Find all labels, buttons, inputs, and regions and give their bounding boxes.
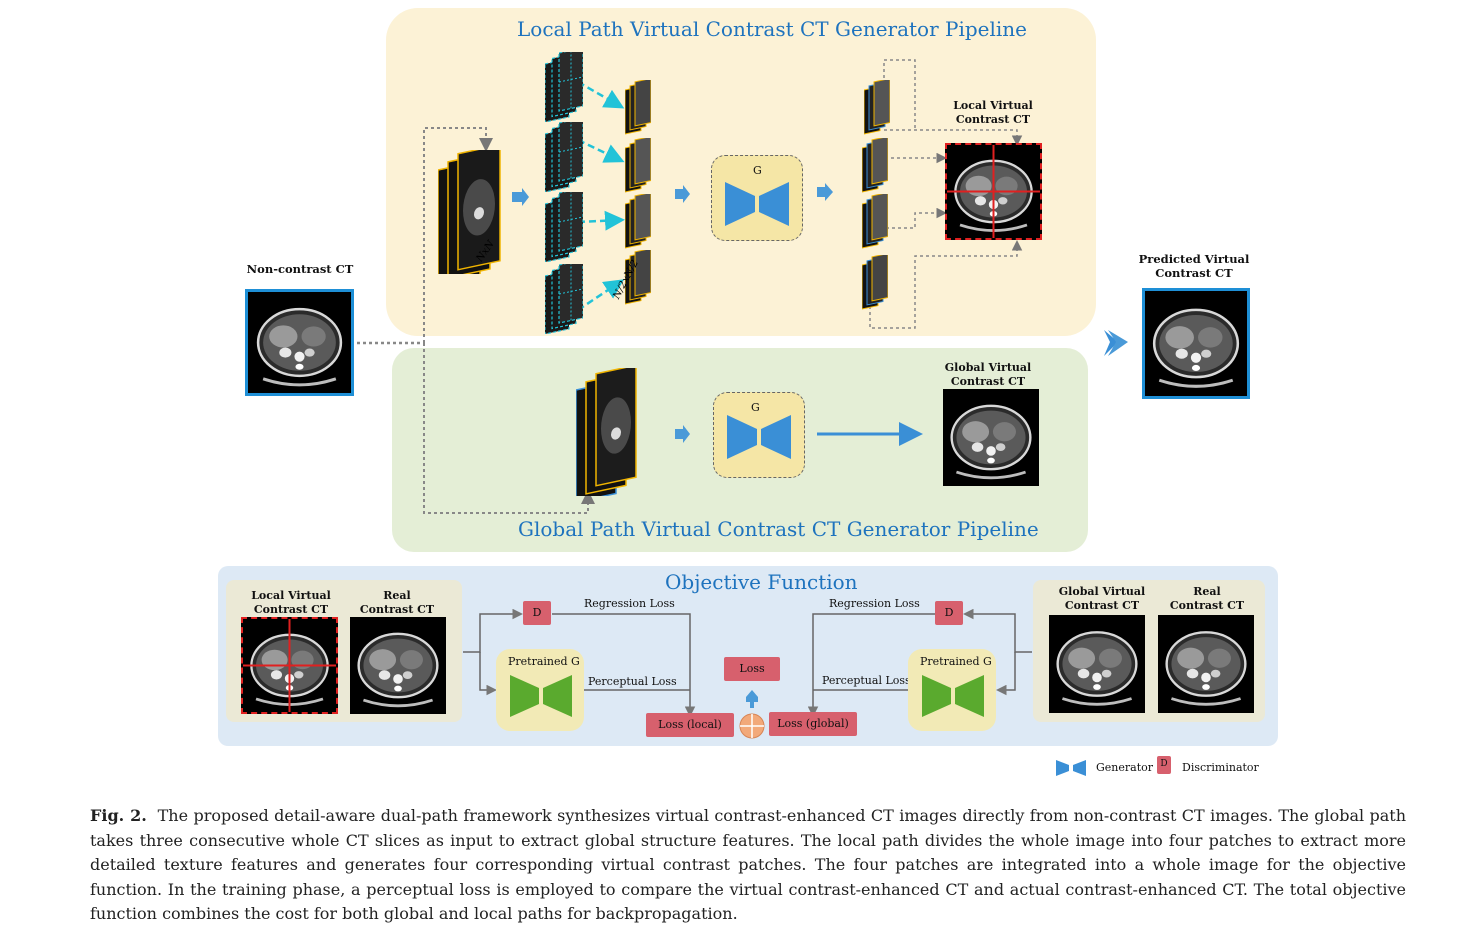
arrow-global-1 (675, 425, 690, 443)
local-virtual-ct-label: Local Virtual Contrast CT (953, 99, 1033, 126)
discriminator-left: D (523, 601, 551, 625)
small-patch-2 (624, 135, 652, 198)
legend-discriminator-label: Discriminator (1182, 761, 1259, 774)
legend-generator-icon (1056, 760, 1086, 776)
arrow-local-1 (512, 188, 529, 206)
caption-text: The proposed detail-aware dual-path fram… (90, 806, 1407, 923)
small-patch-1 (624, 77, 652, 140)
obj-global-virtual-label: Global Virtual Contrast CT (1058, 585, 1146, 612)
pretrained-g-left-label: Pretrained G (508, 655, 580, 668)
perceptual-loss-right: Perceptual Loss (822, 674, 911, 687)
perceptual-loss-left: Perceptual Loss (588, 675, 677, 688)
out-patch-1 (863, 77, 891, 140)
local-input-slices (437, 143, 502, 287)
objective-title: Objective Function (665, 570, 858, 594)
regression-loss-right: Regression Loss (829, 597, 920, 610)
predicted-ct-image (1142, 288, 1250, 399)
caption-label: Fig. 2. (90, 806, 147, 825)
small-patch-3 (624, 191, 652, 254)
obj-local-real-label: Real Contrast CT (359, 589, 435, 616)
legend-generator-label: Generator (1096, 761, 1154, 774)
global-generator-icon (727, 415, 791, 459)
pretrained-g-right-label: Pretrained G (920, 655, 992, 668)
local-virtual-ct-image (945, 143, 1042, 240)
obj-global-real-label: Real Contrast CT (1169, 585, 1245, 612)
connector-lines (357, 59, 1128, 739)
obj-local-virtual-image (241, 617, 338, 714)
patch-stack-3 (544, 187, 584, 266)
pretrained-g-left-icon (510, 675, 572, 717)
obj-global-virtual-image (1049, 615, 1145, 713)
arrow-local-2 (675, 185, 690, 203)
pretrained-g-left: Pretrained G (496, 649, 584, 731)
out-patch-3 (861, 191, 889, 254)
regression-loss-left: Regression Loss (584, 597, 675, 610)
non-contrast-ct-label: Non-contrast CT (246, 262, 354, 276)
predicted-ct-label: Predicted Virtual Contrast CT (1138, 252, 1250, 280)
discriminator-right: D (935, 601, 963, 625)
total-loss-box: Loss (724, 657, 780, 681)
local-generator-icon (725, 182, 789, 226)
obj-global-real-image (1158, 615, 1254, 713)
global-generator-label: G (751, 401, 760, 414)
local-generator-label: G (753, 164, 762, 177)
pretrained-g-right-icon (922, 675, 984, 717)
loss-global-box: Loss (global) (769, 712, 857, 736)
global-virtual-ct-label: Global Virtual Contrast CT (944, 361, 1032, 388)
out-patch-2 (861, 135, 889, 198)
global-input-slices (575, 364, 640, 503)
arrow-local-3 (817, 183, 833, 201)
global-generator-box: G (713, 392, 805, 478)
patch-stack-4 (544, 259, 584, 338)
local-generator-box: G (711, 155, 803, 241)
patch-stack-2 (544, 117, 584, 196)
local-pipeline-title: Local Path Virtual Contrast CT Generator… (517, 17, 1028, 41)
out-patch-4 (861, 252, 889, 315)
non-contrast-ct-image (245, 289, 354, 396)
patch-stack-1 (544, 47, 584, 126)
obj-local-real-image (350, 617, 446, 714)
loss-local-box: Loss (local) (646, 713, 734, 737)
global-virtual-ct-image (943, 389, 1039, 486)
legend-discriminator-icon: D (1157, 756, 1171, 774)
figure-caption: Fig. 2. The proposed detail-aware dual-p… (90, 804, 1406, 927)
global-pipeline-title: Global Path Virtual Contrast CT Generato… (518, 517, 1039, 541)
pretrained-g-right: Pretrained G (908, 649, 996, 731)
obj-local-virtual-label: Local Virtual Contrast CT (251, 589, 331, 616)
